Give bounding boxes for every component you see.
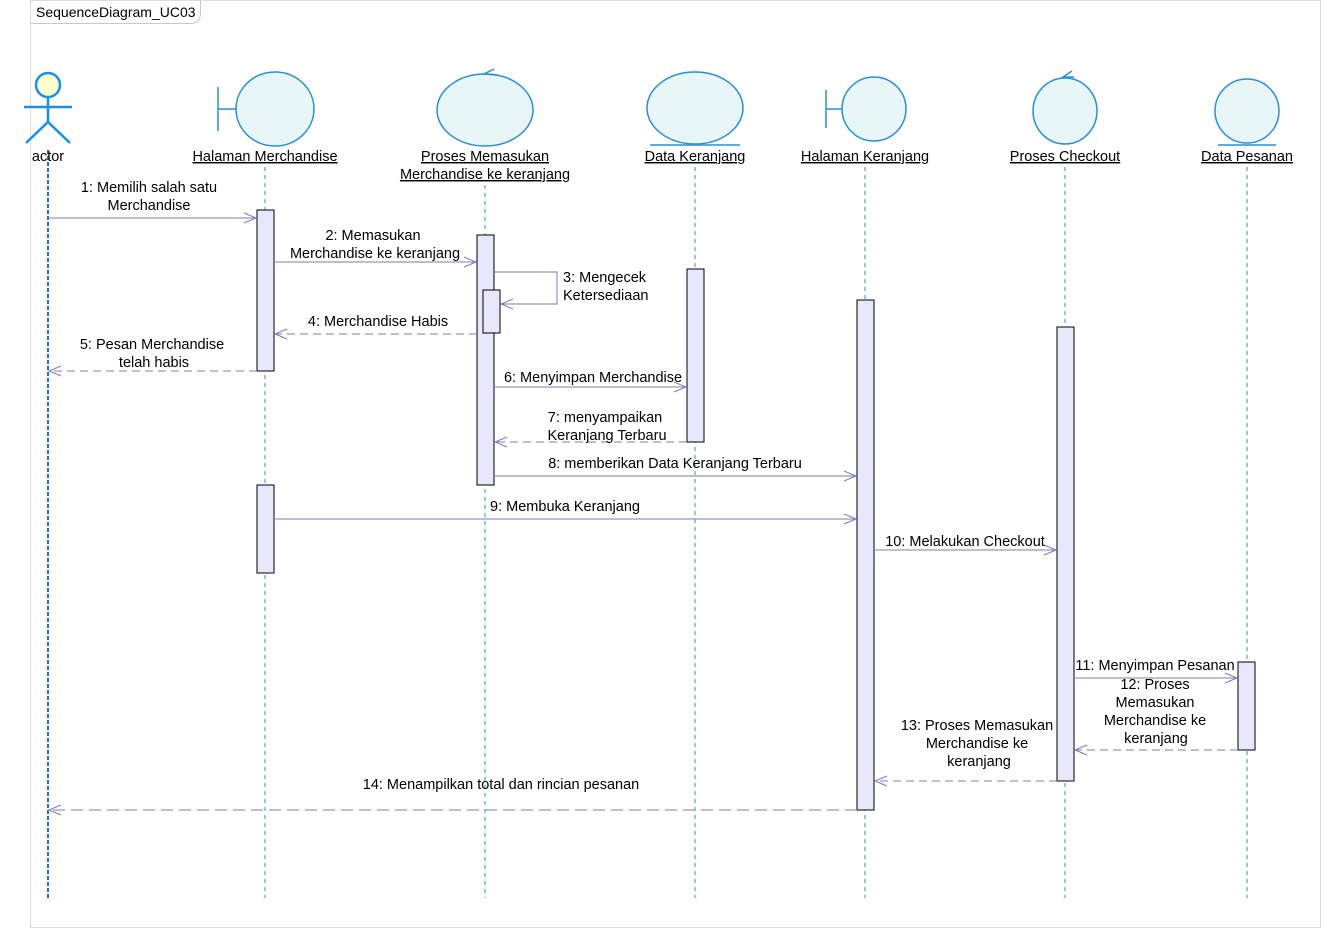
message-arrow-3[interactable] xyxy=(494,271,558,304)
message-label-13: keranjang xyxy=(947,754,1011,770)
lifeline-name-data-keranjang: Data Keranjang xyxy=(645,149,746,165)
activation-bar xyxy=(482,289,501,334)
message-label-14: 14: Menampilkan total dan rincian pesana… xyxy=(363,777,639,793)
boundary-icon[interactable] xyxy=(825,76,907,142)
entity-icon[interactable] xyxy=(646,71,744,146)
message-label-7: Keranjang Terbaru xyxy=(547,428,666,444)
message-label-6: 6: Menyimpan Merchandise xyxy=(504,370,682,386)
lifeline-name-proses-memasukan-1: Proses Memasukan xyxy=(421,149,549,165)
message-label-12: Merchandise ke xyxy=(1104,713,1206,729)
activation-bar xyxy=(686,268,705,443)
message-label-12: keranjang xyxy=(1124,731,1188,747)
message-label-10: 10: Melakukan Checkout xyxy=(885,534,1045,550)
activation-bar xyxy=(256,209,275,372)
entity-icon[interactable] xyxy=(1214,78,1280,146)
lifeline-name-halaman-merchandise: Halaman Merchandise xyxy=(192,149,337,165)
lifeline-name-proses-checkout: Proses Checkout xyxy=(1010,149,1120,165)
message-label-4: 4: Merchandise Habis xyxy=(308,314,448,330)
message-label-9: 9: Membuka Keranjang xyxy=(490,499,640,515)
message-label-1: Merchandise xyxy=(107,198,190,214)
message-label-3: Ketersediaan xyxy=(563,288,648,304)
activation-bar xyxy=(856,299,875,811)
lifeline-name-halaman-keranjang: Halaman Keranjang xyxy=(801,149,929,165)
message-label-2: Merchandise ke keranjang xyxy=(290,246,460,262)
activation-bar xyxy=(476,234,495,486)
message-label-7: 7: menyampaikan xyxy=(548,410,662,426)
message-label-5: 5: Pesan Merchandise xyxy=(80,337,224,353)
lifeline-name-data-pesanan: Data Pesanan xyxy=(1201,149,1293,165)
activation-bar xyxy=(1056,326,1075,782)
activation-bar xyxy=(256,484,275,574)
control-icon[interactable] xyxy=(436,68,534,147)
message-label-12: Memasukan xyxy=(1116,695,1195,711)
message-label-8: 8: memberikan Data Keranjang Terbaru xyxy=(548,456,802,472)
messages: 1: Memilih salah satu Merchandise 2: Mem… xyxy=(48,180,1238,810)
message-label-11: 11: Menyimpan Pesanan xyxy=(1075,658,1234,674)
message-label-3: 3: Mengecek xyxy=(563,270,647,286)
boundary-icon[interactable] xyxy=(217,71,315,147)
message-label-2: 2: Memasukan xyxy=(325,228,420,244)
activation-bars xyxy=(256,209,1256,811)
message-label-12: 12: Proses xyxy=(1120,677,1189,693)
control-icon[interactable] xyxy=(1032,70,1098,145)
message-label-1: 1: Memilih salah satu xyxy=(81,180,217,196)
message-label-13: Merchandise ke xyxy=(926,736,1028,752)
lifeline-name-proses-memasukan-2: Merchandise ke keranjang xyxy=(400,167,570,183)
message-label-13: 13: Proses Memasukan xyxy=(901,718,1053,734)
message-label-5: telah habis xyxy=(119,355,189,371)
frame-title: SequenceDiagram_UC03 xyxy=(30,1,201,24)
diagram-frame xyxy=(30,0,1321,928)
actor-icon[interactable] xyxy=(24,71,72,144)
activation-bar xyxy=(1237,661,1256,751)
lifeline-name-actor: actor xyxy=(32,149,64,165)
